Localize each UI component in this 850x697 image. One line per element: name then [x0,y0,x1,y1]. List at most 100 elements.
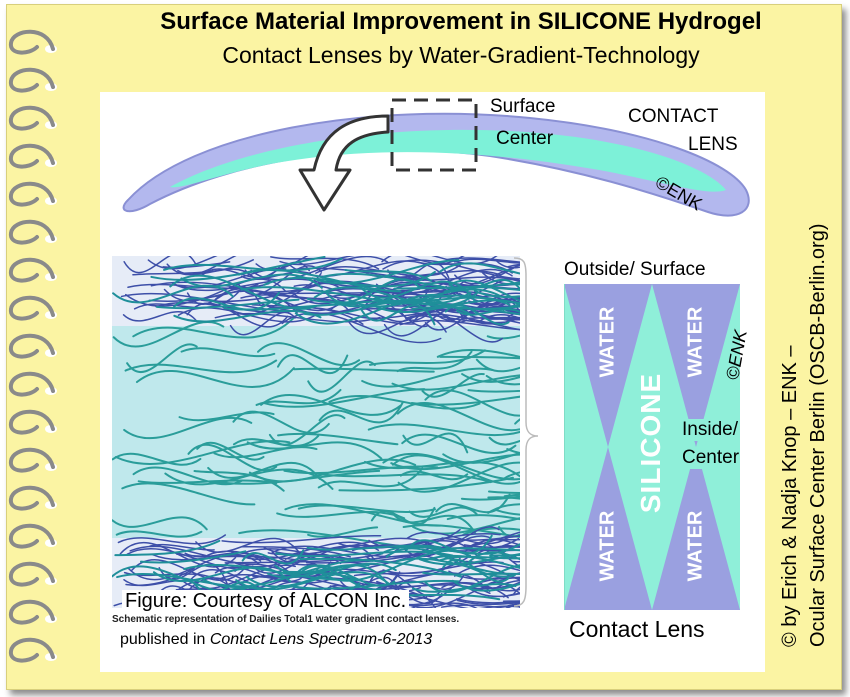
fiber [115,530,203,538]
fiber [229,541,380,561]
fiber [424,564,520,594]
fiber [173,309,322,323]
fiber [232,544,356,568]
fiber [485,374,520,386]
fiber [423,554,520,570]
fiber [155,301,299,314]
fiber [436,348,520,358]
fiber [125,290,298,314]
center-depth-label: Center [682,447,740,469]
fiber [456,599,520,606]
fiber [307,360,376,393]
fiber [363,460,520,478]
fiber [293,367,435,373]
lens-diagram [122,98,750,217]
gradient-figure [112,256,520,608]
binding-ring [8,409,55,435]
fiber [468,300,520,306]
fiber [237,268,402,293]
fiber [346,288,501,308]
fiber [241,549,305,565]
fiber [481,577,520,583]
binding-ring [8,523,55,549]
fiber [186,302,289,328]
fiber [511,560,520,563]
fiber [487,503,520,514]
fiber [129,545,259,565]
fiber [461,314,520,325]
water-wedge-left-bottom [564,447,652,610]
fiber [486,334,520,340]
fiber [124,359,278,374]
binding-ring [8,637,55,663]
fiber [358,280,477,303]
fiber [360,256,458,265]
fiber [175,278,322,292]
binding-ring [8,295,55,321]
fiber [180,347,276,358]
binding-ring [8,333,55,359]
fiber [114,539,221,557]
fiber [488,538,520,541]
fiber [462,527,520,536]
fiber [391,454,520,485]
fiber [410,395,520,406]
fiber [393,281,520,290]
fiber [114,440,291,465]
fiber [361,367,493,388]
fiber [232,434,320,447]
fiber [112,320,225,348]
fiber [263,537,428,556]
zoom-arrow [298,114,390,212]
figure-published: published in Contact Lens Spectrum-6-201… [120,631,432,649]
water-wedge-right-bottom [652,447,740,610]
fiber [237,265,323,296]
fiber [416,294,520,305]
fiber [496,579,520,589]
silicone-label: SILICONE [635,372,666,514]
fiber [503,493,520,498]
fiber [123,578,213,598]
water-label-left-bottom: WATER [596,510,619,582]
water-wedge-left-top [564,284,652,447]
fiber [391,374,520,391]
fiber [325,288,459,296]
zoom-box [390,98,478,172]
fiber-network [112,256,520,608]
fiber [360,304,436,326]
fiber [460,547,520,552]
credit-line-1: © by Erich & Nadja Knop – ENK – [779,345,801,647]
fiber [256,342,361,367]
fiber [184,552,262,562]
fiber [456,598,520,604]
fiber [399,319,520,331]
water-label-left-top: WATER [596,306,619,378]
fiber [498,525,520,538]
fiber [439,355,520,360]
fiber [460,495,520,501]
fiber [424,389,520,417]
fiber [262,388,426,408]
fiber [132,466,244,486]
binding-ring [8,143,55,169]
fiber [466,586,520,598]
fiber [271,545,377,564]
fiber [122,311,198,323]
fiber [502,592,520,598]
fiber [183,564,297,590]
fiber [454,258,520,264]
fiber [456,308,520,316]
fiber [277,432,399,446]
water-label-right-bottom: WATER [684,510,707,582]
credit-line-2: Ocular Surface Center Berlin (OSCB-Berli… [807,224,829,647]
vertical-credit: © by Erich & Nadja Knop – ENK – Ocular S… [779,224,829,647]
spiral-binding [8,29,57,663]
fiber [158,563,230,588]
fiber [402,432,469,454]
fiber [395,557,509,575]
fiber [488,490,520,495]
binding-ring [8,219,55,245]
binding-ring [8,67,55,93]
fiber [448,570,520,580]
fiber [485,292,520,304]
